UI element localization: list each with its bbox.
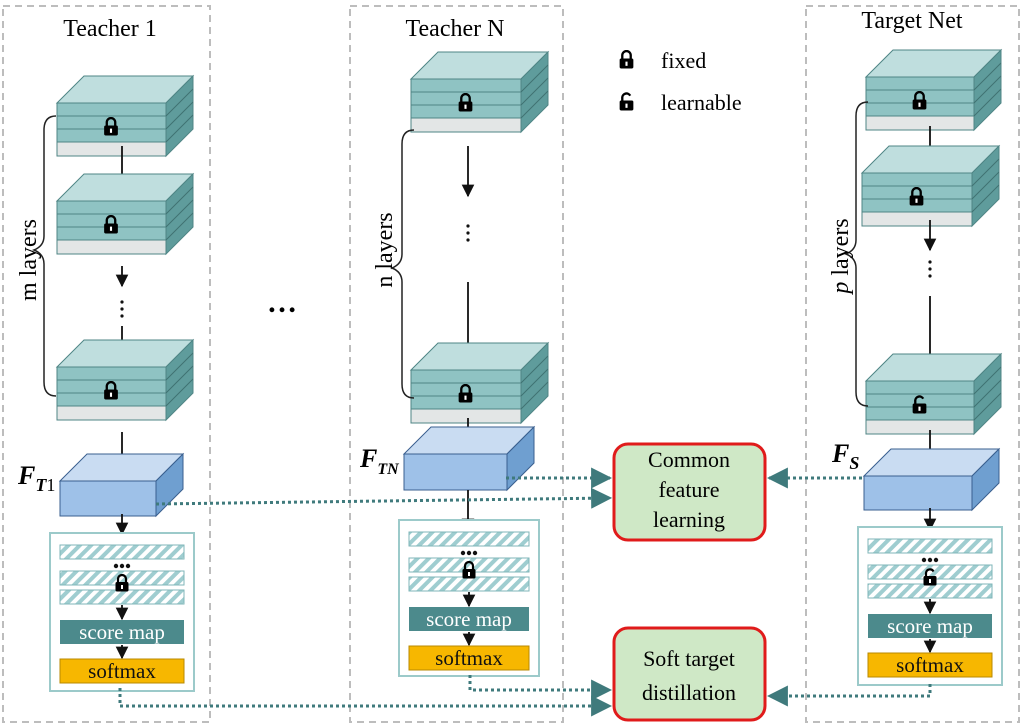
common-feature-learning-line2: feature: [658, 477, 719, 502]
target-brace: [843, 101, 869, 407]
teacher1-softmax-box: [59, 658, 185, 684]
teacher1-score-map-label: score map: [79, 620, 165, 644]
teacherN-vertical-ellipsis: [466, 224, 470, 242]
common-feature-learning-line1: Common: [648, 447, 730, 472]
teacherN-score-map-label: score map: [426, 607, 512, 631]
teacherN-layer-block: [409, 341, 550, 425]
teacherN-head-ellipsis: [460, 550, 478, 556]
target-softmax-to-distill: [766, 684, 932, 707]
teacher1-layer-block: [55, 172, 195, 256]
teacher1-score-map-box: [60, 620, 184, 644]
target-score-map-box: [868, 614, 992, 638]
teacher1-fc-layer: [59, 544, 185, 560]
teacher1-brace: [31, 115, 57, 397]
teacher1-vertical-ellipsis: [120, 300, 124, 318]
lock-icon: [618, 50, 635, 69]
teacherN-score-map-box: [409, 607, 529, 631]
teacher1-feature-to-common: [155, 487, 613, 509]
target-layer-block: [864, 48, 1003, 132]
target-softmax-box: [867, 652, 993, 678]
teacher1-frame: [2, 5, 211, 723]
common-feature-learning-box: [612, 442, 767, 542]
teacher1-head-ellipsis: [113, 563, 131, 569]
common-feature-learning-line3: learning: [653, 507, 725, 532]
target-layer-block: [864, 352, 1003, 436]
teacher1-title: Teacher 1: [63, 16, 157, 42]
target-vertical-ellipsis: [928, 260, 932, 278]
teacherN-frame: [349, 5, 564, 723]
teacherN-softmax-to-distill: [468, 675, 613, 701]
teacher1-layers-label: m layers: [16, 219, 42, 301]
teacher1-layer-block: [55, 74, 195, 158]
target-head-ellipsis: [921, 557, 939, 563]
teacherN-fc-layer: [408, 576, 530, 592]
teacherN-brace: [389, 129, 415, 399]
teacher1-fc-layer: [59, 589, 185, 605]
soft-target-distillation-line2: distillation: [642, 680, 736, 705]
target-softmax-label: softmax: [896, 653, 964, 677]
legend-fixed: fixed: [661, 48, 706, 73]
target-feature-map: [862, 447, 1001, 512]
target-feature-label: FS: [831, 439, 859, 473]
lock-open-icon: [618, 92, 635, 111]
teacherN-layers-label: n layers: [372, 212, 398, 287]
teacherN-softmax-label: softmax: [435, 646, 503, 670]
target-fc-layer: [867, 538, 993, 554]
teacherN-feature-label: FTN: [359, 444, 400, 478]
teacherN-softmax-box: [408, 645, 530, 671]
target-frame: [805, 5, 1020, 723]
teacherN-fc-layer: [408, 531, 530, 547]
soft-target-distillation-line1: Soft target: [643, 646, 735, 671]
target-fc-layer: [867, 583, 993, 599]
teacher1-softmax-to-distill: [118, 688, 613, 717]
target-score-map-label: score map: [887, 614, 973, 638]
between-columns-ellipsis: …: [267, 286, 297, 319]
soft-target-distillation-box: [612, 626, 767, 722]
teacherN-title: Teacher N: [406, 16, 505, 42]
legend-learnable: learnable: [661, 90, 742, 115]
teacherN-feature-map: [402, 425, 536, 492]
teacher1-layer-block: [55, 338, 195, 422]
teacher1-feature-map: [58, 452, 185, 518]
target-layer-block: [860, 144, 1001, 228]
target-layers-label: p layers: [828, 218, 854, 295]
target-title: Target Net: [861, 8, 963, 34]
teacher1-softmax-label: softmax: [88, 659, 156, 683]
teacherN-layer-block: [409, 50, 550, 134]
teacher1-feature-label: FT1: [17, 461, 55, 495]
